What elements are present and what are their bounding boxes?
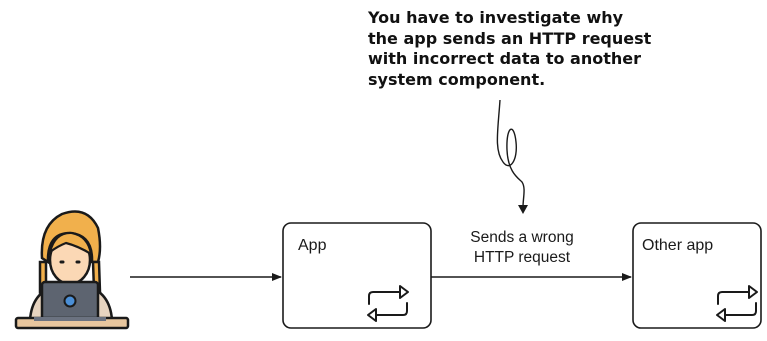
app-label: App [298,237,327,254]
other-app-box [632,222,762,329]
callout-pointer [496,99,525,208]
edge-label-wrong-request: Sends a wrong HTTP request [470,229,574,266]
callout-arrowhead [518,205,528,214]
exchange-arrows-icon [367,285,409,322]
app-box [282,222,432,329]
annotation-text: You have to investigate why the app send… [368,8,652,89]
exchange-arrows-icon [716,285,758,322]
other-app-label: Other app [642,237,714,254]
developer-at-laptop-icon [14,210,130,330]
